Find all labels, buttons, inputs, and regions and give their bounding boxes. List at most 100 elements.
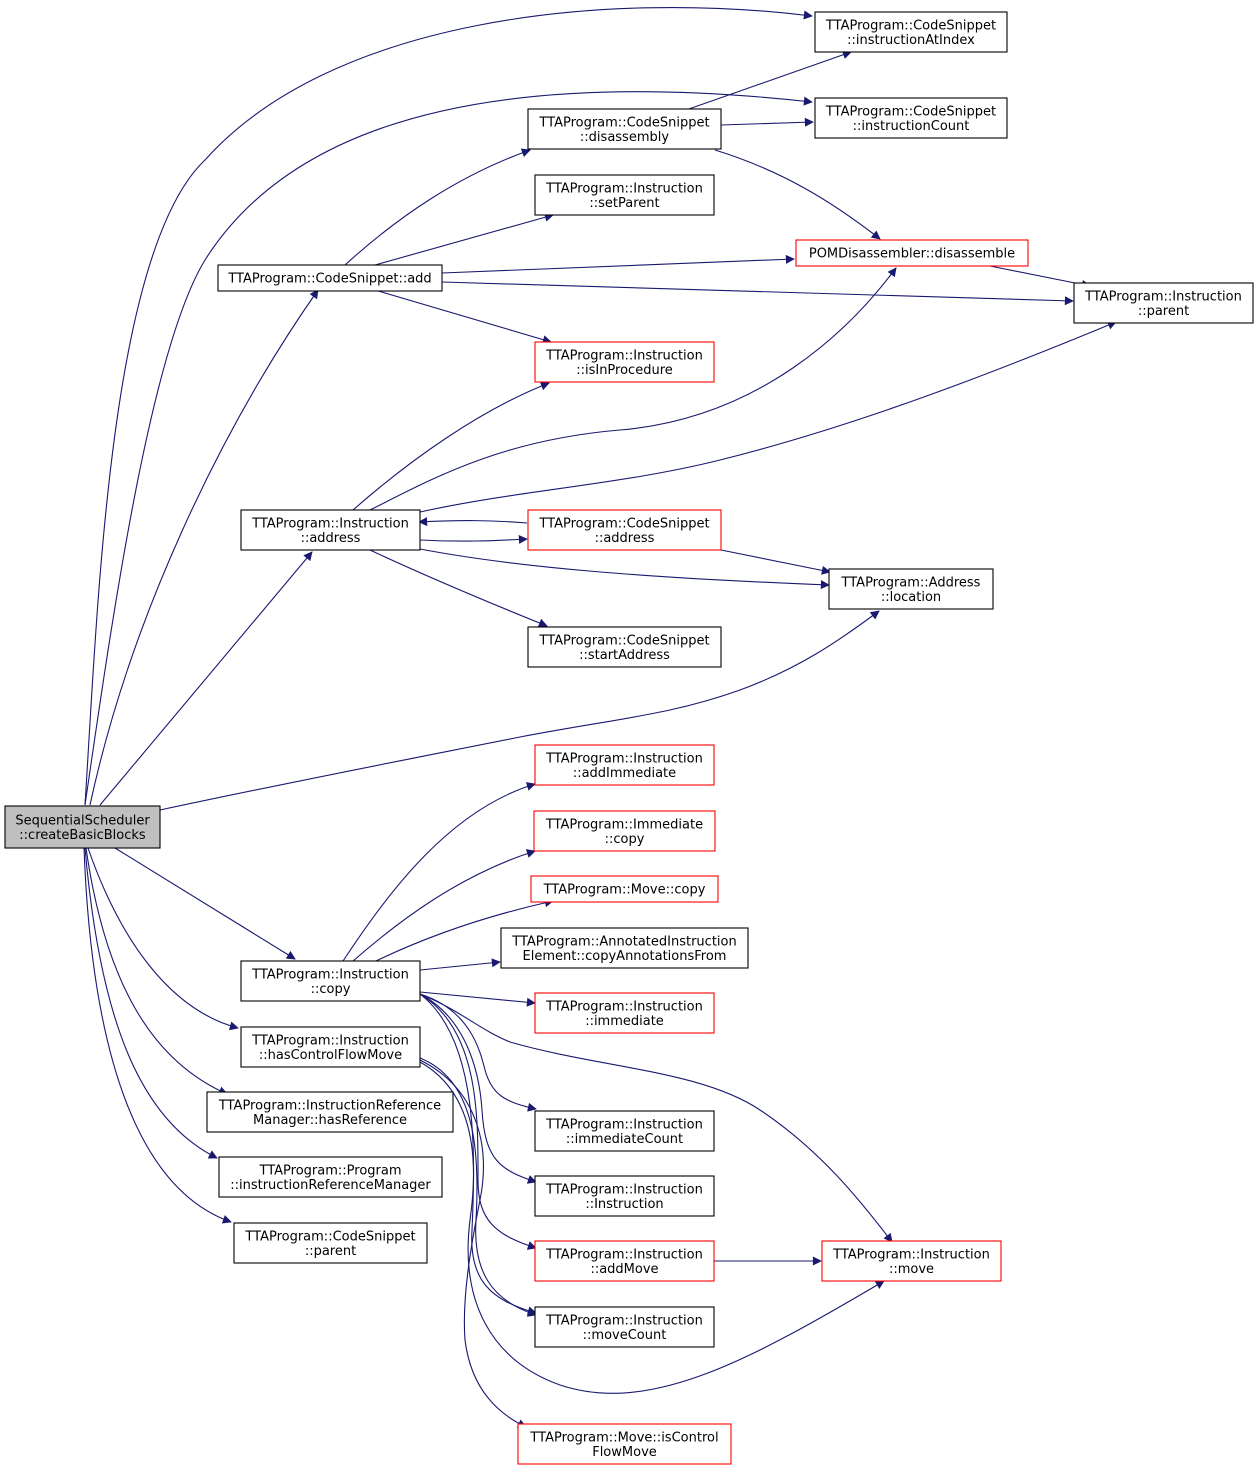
node-instrParent[interactable]: TTAProgram::Instruction::parent <box>1073 282 1254 324</box>
edge-root-csInstrAtIndex <box>84 7 813 806</box>
node-csParent[interactable]: TTAProgram::CodeSnippet::parent <box>233 1222 428 1264</box>
node-box <box>534 744 715 786</box>
node-moveCopy[interactable]: TTAProgram::Move::copy <box>530 875 719 903</box>
node-label-line: TTAProgram::Move::copy <box>543 883 706 898</box>
edge-instrCopy-instrImmediate <box>419 991 536 1007</box>
edge-instrAddress-instrIsInProcedure <box>352 381 550 511</box>
node-box <box>233 1222 428 1264</box>
edge-csDisassembly-csInstrAtIndex <box>685 50 852 111</box>
node-instrHasCFM[interactable]: TTAProgram::Instruction::hasControlFlowM… <box>240 1026 421 1068</box>
node-instrImmCount[interactable]: TTAProgram::Instruction::immediateCount <box>534 1110 715 1152</box>
edge-root-progIRM <box>84 847 218 1159</box>
node-label-line: ::moveCount <box>583 1328 667 1343</box>
edge-instrCopy-instrImmCount <box>419 993 537 1112</box>
node-csInstrAtIndex[interactable]: TTAProgram::CodeSnippet::instructionAtIn… <box>814 11 1008 53</box>
node-label-line: ::parent <box>1138 304 1189 319</box>
node-addrLocation[interactable]: TTAProgram::Address::location <box>828 568 994 610</box>
edge-instrAddress-addrLocation <box>419 548 830 590</box>
node-progIRM[interactable]: TTAProgram::Program::instructionReferenc… <box>218 1156 443 1198</box>
edge-csAddress-addrLocation <box>720 549 831 575</box>
node-box <box>240 1026 421 1068</box>
node-csStartAddress[interactable]: TTAProgram::CodeSnippet::startAddress <box>527 626 722 668</box>
edge-root-instrCopy <box>114 847 296 960</box>
node-label-line: TTAProgram::Instruction <box>545 1182 703 1197</box>
node-instrCtor[interactable]: TTAProgram::Instruction::Instruction <box>534 1175 715 1217</box>
node-instrMoveCount[interactable]: TTAProgram::Instruction::moveCount <box>534 1306 715 1348</box>
node-pomDisassemble[interactable]: POMDisassembler::disassemble <box>795 239 1029 267</box>
node-label-line: SequentialScheduler <box>15 813 150 828</box>
node-label-line: ::location <box>881 590 941 605</box>
node-label-line: ::instructionReferenceManager <box>230 1178 431 1193</box>
node-label-line: TTAProgram::Program <box>259 1163 402 1178</box>
edge-instrCopy-instrCtor <box>419 993 537 1184</box>
node-box <box>534 992 715 1034</box>
edge-instrAddress-instrParent <box>419 320 1117 513</box>
node-instrSetParent[interactable]: TTAProgram::Instruction::setParent <box>534 174 715 216</box>
node-instrAddress[interactable]: TTAProgram::Instruction::address <box>240 509 421 551</box>
node-csDisassembly[interactable]: TTAProgram::CodeSnippet::disassembly <box>527 108 722 150</box>
node-label-line: ::setParent <box>589 196 659 211</box>
node-label-line: ::address <box>301 531 361 546</box>
node-label-line: ::immediate <box>585 1014 664 1029</box>
function-nodes: SequentialScheduler::createBasicBlocksTT… <box>4 11 1254 1465</box>
node-annCopy[interactable]: TTAProgram::AnnotatedInstructionElement:… <box>500 927 749 969</box>
edge-instrHasCFM-instrMove <box>419 1061 885 1394</box>
call-edges <box>83 7 1117 1428</box>
node-label-line: ::address <box>595 531 655 546</box>
node-instrImmediate[interactable]: TTAProgram::Instruction::immediate <box>534 992 715 1034</box>
node-label-line: TTAProgram::Instruction <box>251 516 409 531</box>
node-instrMove[interactable]: TTAProgram::Instruction::move <box>821 1240 1002 1282</box>
node-box <box>534 1175 715 1217</box>
node-box <box>821 1240 1002 1282</box>
node-box <box>517 1423 732 1465</box>
node-csAddress[interactable]: TTAProgram::CodeSnippet::address <box>527 509 722 551</box>
node-instrIsInProcedure[interactable]: TTAProgram::Instruction::isInProcedure <box>534 341 715 383</box>
edge-csAdd-csDisassembly <box>344 148 531 266</box>
node-label-line: TTAProgram::Instruction <box>545 1117 703 1132</box>
node-box <box>4 805 161 849</box>
node-box <box>500 927 749 969</box>
node-immCopy[interactable]: TTAProgram::Immediate::copy <box>533 810 716 852</box>
node-label-line: ::immediateCount <box>566 1132 683 1147</box>
node-label-line: TTAProgram::Instruction <box>251 1033 409 1048</box>
node-label-line: POMDisassembler::disassemble <box>809 247 1015 262</box>
edge-root-addrLocation <box>159 610 880 811</box>
node-label-line: TTAProgram::AnnotatedInstruction <box>511 934 736 949</box>
node-label-line: ::disassembly <box>580 130 669 145</box>
edge-root-csAdd <box>89 289 319 806</box>
node-instrAddImmediate[interactable]: TTAProgram::Instruction::addImmediate <box>534 744 715 786</box>
node-box <box>218 1156 443 1198</box>
node-box <box>240 509 421 551</box>
edge-instrHasCFM-moveIsCFM <box>419 1059 527 1428</box>
node-box <box>527 626 722 668</box>
node-box <box>527 509 722 551</box>
node-box <box>533 810 716 852</box>
node-label-line: ::addImmediate <box>573 766 676 781</box>
node-label-line: ::instructionAtIndex <box>847 33 975 48</box>
node-label-line: TTAProgram::CodeSnippet <box>538 115 709 130</box>
node-csAdd[interactable]: TTAProgram::CodeSnippet::add <box>217 264 443 292</box>
edge-root-instrAddress <box>99 551 313 806</box>
node-label-line: ::move <box>889 1262 934 1277</box>
node-label-line: TTAProgram::CodeSnippet::add <box>227 272 431 287</box>
node-label-line: Manager::hasReference <box>253 1113 407 1128</box>
node-label-line: TTAProgram::Address <box>841 575 981 590</box>
node-label-line: ::Instruction <box>585 1197 663 1212</box>
edge-instrCopy-instrMove <box>419 993 893 1243</box>
edge-instrCopy-annCopy <box>419 958 501 971</box>
node-box <box>814 11 1008 53</box>
node-irmHasRef[interactable]: TTAProgram::InstructionReferenceManager:… <box>206 1091 454 1133</box>
edge-csAdd-instrSetParent <box>374 212 554 266</box>
node-instrAddMove[interactable]: TTAProgram::Instruction::addMove <box>534 1240 715 1282</box>
node-csInstrCount[interactable]: TTAProgram::CodeSnippet::instructionCoun… <box>814 97 1008 139</box>
node-box <box>240 960 421 1002</box>
node-root[interactable]: SequentialScheduler::createBasicBlocks <box>4 805 161 849</box>
node-label-line: TTAProgram::InstructionReference <box>218 1098 441 1113</box>
node-label-line: TTAProgram::Instruction <box>545 751 703 766</box>
edge-instrAddress-csStartAddress <box>369 549 548 628</box>
node-instrCopy[interactable]: TTAProgram::Instruction::copy <box>240 960 421 1002</box>
node-label-line: ::isInProcedure <box>576 363 673 378</box>
node-label-line: TTAProgram::Instruction <box>832 1247 990 1262</box>
edge-instrCopy-instrMoveCount <box>419 993 537 1316</box>
